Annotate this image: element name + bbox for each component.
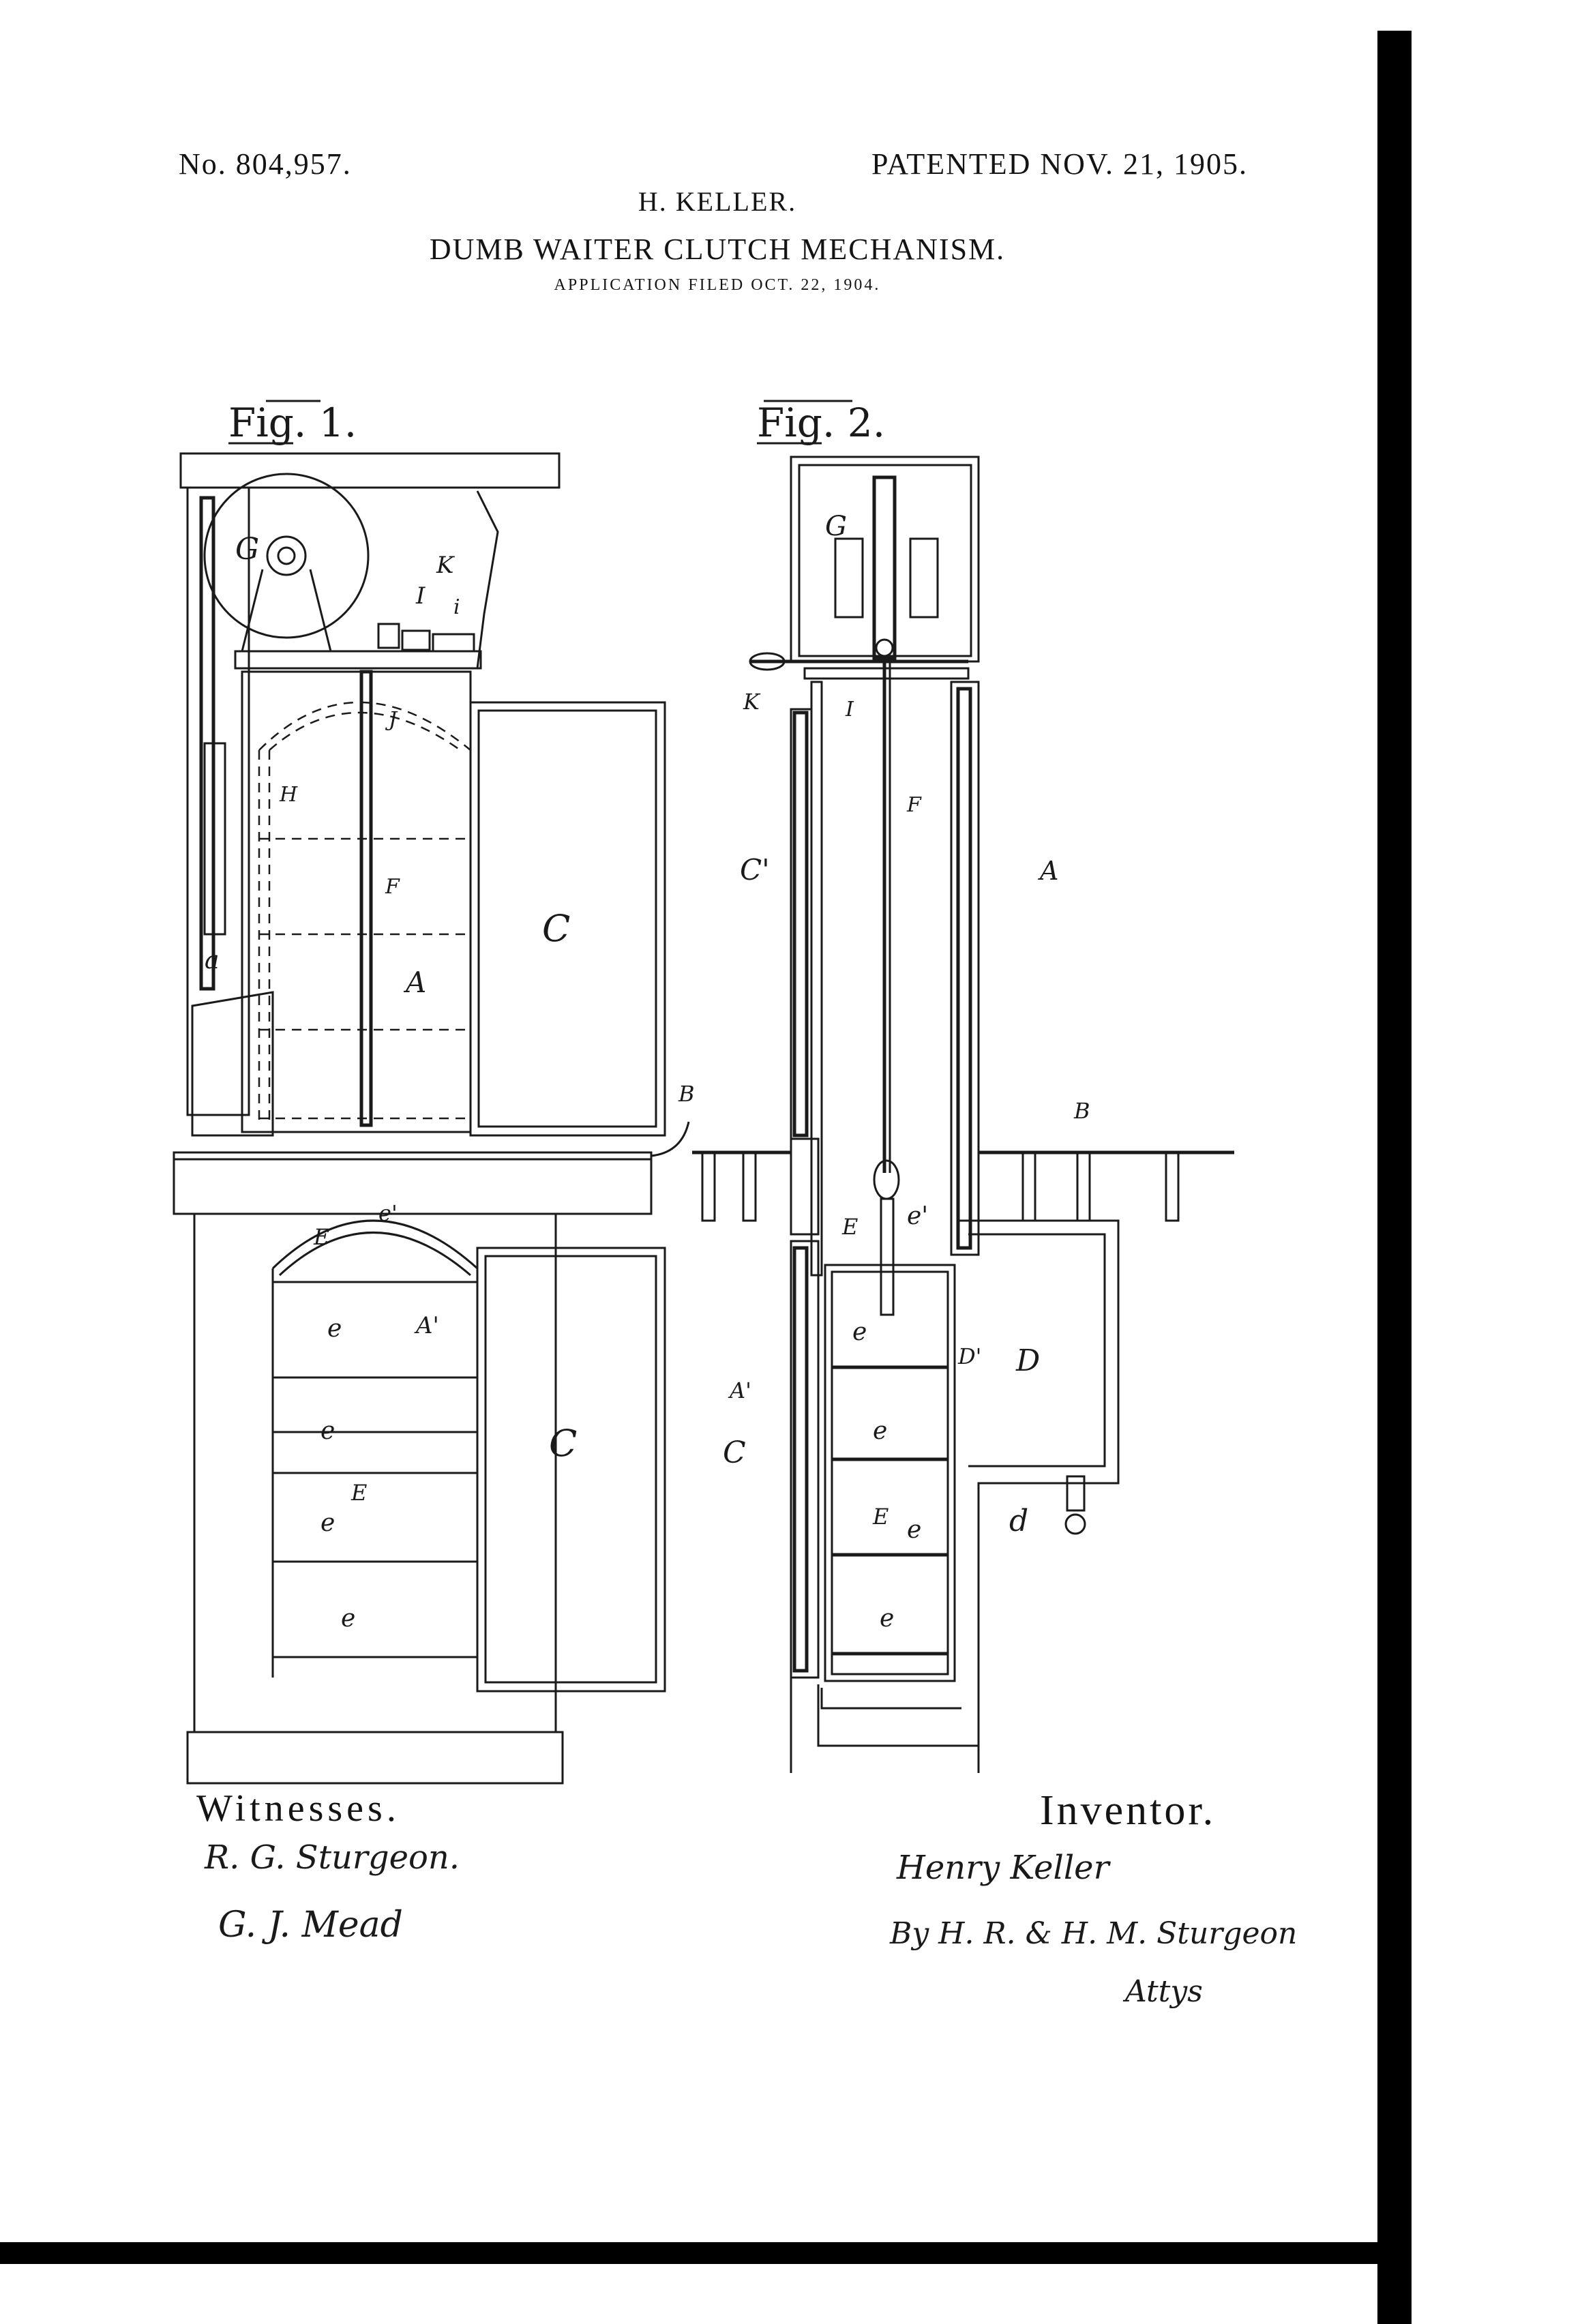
fig2-label-g: G — [825, 511, 847, 542]
fig2-label-e-4: e — [880, 1605, 894, 1633]
patent-number: No. 804,957. — [179, 147, 352, 181]
patent-title: DUMB WAITER CLUTCH MECHANISM. — [429, 233, 1006, 266]
fig1-label-e-prime: e' — [378, 1200, 398, 1226]
patent-date: PATENTED NOV. 21, 1905. — [871, 147, 1249, 181]
figure-2: Fig. 2. — [692, 400, 1234, 1773]
fig2-label-d-small: d — [1009, 1504, 1028, 1538]
fig1-label-e-1: e — [327, 1315, 342, 1343]
fig2-label-a-prime: A' — [728, 1377, 751, 1403]
inventor-name: H. KELLER. — [638, 186, 797, 217]
fig2-label-e-1: e — [852, 1318, 867, 1346]
application-filed-line: APPLICATION FILED OCT. 22, 1904. — [554, 276, 881, 294]
fig1-label-b: B — [678, 1081, 695, 1107]
witness-signature-1: R. G. Sturgeon. — [204, 1838, 460, 1877]
attorney-signature: By H. R. & H. M. Sturgeon — [889, 1916, 1297, 1951]
fig2-label-e-prime: e' — [907, 1202, 928, 1230]
fig1-label-e-top: E — [313, 1224, 329, 1250]
witness-signatures: R. G. Sturgeon. G. J. Mead — [204, 1838, 460, 1946]
floor-b — [173, 1151, 653, 1215]
fig1-label-e-3: e — [320, 1509, 335, 1537]
fig2-label-d-prime: D' — [957, 1343, 981, 1369]
fig1-label-j: J — [385, 708, 398, 732]
door-c-upper — [469, 701, 666, 1137]
fig2-label-d: D — [1015, 1343, 1040, 1378]
witness-signature-2: G. J. Mead — [218, 1905, 403, 1946]
fig2-label-f: F — [906, 793, 922, 817]
fig2-label-a: A — [1038, 856, 1058, 886]
lower-car — [824, 1264, 956, 1682]
fig2-label-e-top: E — [841, 1214, 858, 1240]
fig1-label: Fig. 1. — [228, 400, 357, 446]
fig1-label-a-prime: A' — [414, 1312, 439, 1339]
scan-border-bottom — [0, 2242, 1412, 2264]
fig1-label-e-mid: E — [350, 1480, 367, 1506]
fig2-label-e-mid: E — [872, 1504, 889, 1530]
fig1-label-h: H — [279, 783, 298, 807]
figure-1: Fig. 1. — [173, 400, 695, 1785]
fig1-label-e-4: e — [341, 1605, 355, 1633]
fig1-label-c-lower: C — [549, 1422, 577, 1465]
fig1-label-a-small: a — [205, 947, 219, 974]
fig1-label-e-2: e — [320, 1417, 335, 1445]
clutch-handle-k — [749, 652, 786, 671]
fig2-label-b: B — [1073, 1098, 1090, 1124]
fig2-label-e-3: e — [907, 1516, 921, 1544]
fig1-label-f: F — [385, 875, 400, 899]
door-c-lower — [476, 1247, 666, 1693]
fig2-label-c: C — [723, 1435, 746, 1470]
attorney-suffix: Attys — [1122, 1974, 1203, 2009]
fig1-label-i-upper: I — [415, 582, 426, 610]
inventor-heading: Inventor. — [1040, 1787, 1217, 1834]
fig2-label-c-prime: C' — [740, 853, 770, 887]
witnesses-heading: Witnesses. — [196, 1787, 400, 1830]
fig2-label-e-2: e — [873, 1417, 887, 1445]
fig1-label-k: K — [436, 552, 456, 579]
fig1-label-c-upper: C — [542, 907, 570, 950]
inventor-signatures: Henry Keller By H. R. & H. M. Sturgeon A… — [889, 1849, 1297, 2009]
fig2-label-k: K — [743, 689, 761, 715]
pulley-g — [203, 473, 370, 639]
fig2-label: Fig. 2. — [757, 400, 885, 446]
fig1-label-a-car: A — [403, 966, 426, 999]
fig1-label-i-lower: i — [453, 595, 460, 619]
fig2-label-i: I — [845, 698, 854, 721]
car-a — [241, 670, 472, 1133]
fig1-label-g: G — [235, 532, 259, 567]
scan-border-right — [1377, 31, 1412, 2324]
inventor-signature: Henry Keller — [896, 1849, 1111, 1887]
